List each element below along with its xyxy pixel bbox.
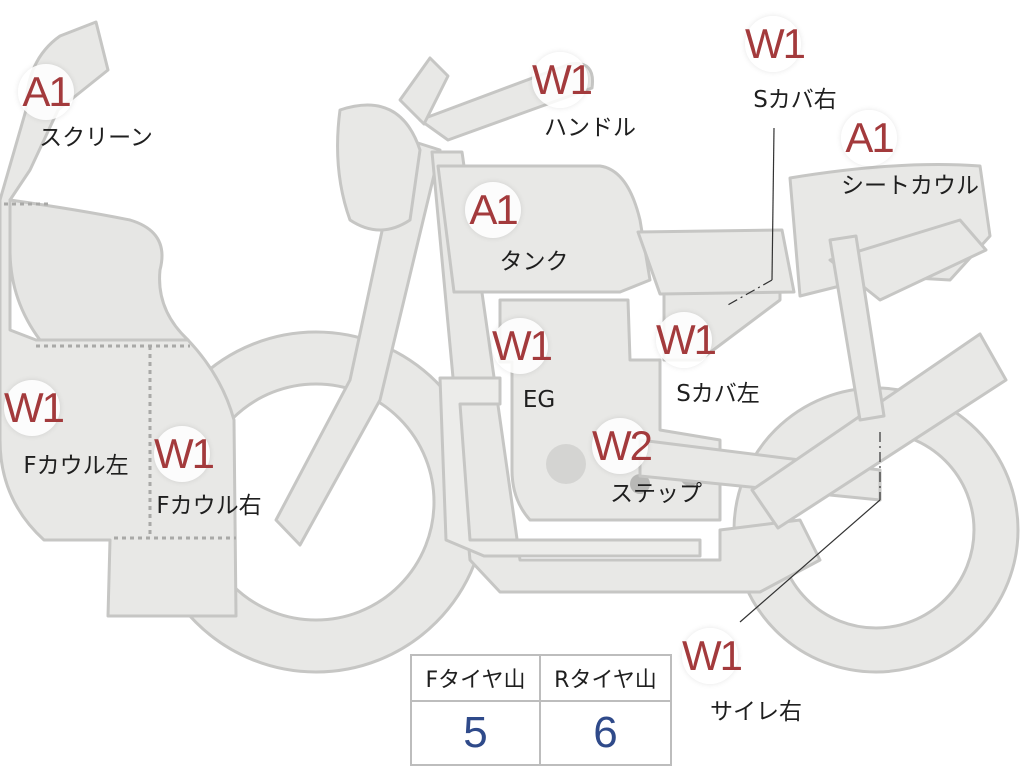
label-s-cover-left: Sカバ左 bbox=[676, 381, 760, 407]
label-seat-cowl: シートカウル bbox=[841, 173, 979, 199]
grade-step: W2 bbox=[592, 418, 653, 474]
grade-s-cover-right: W1 bbox=[745, 16, 806, 72]
grade-f-cowl-left: W1 bbox=[4, 380, 65, 436]
label-s-cover-right: Sカバ右 bbox=[753, 87, 837, 113]
label-f-cowl-right: Fカウル右 bbox=[156, 493, 262, 519]
headlight bbox=[336, 103, 422, 232]
grade-silencer-right: W1 bbox=[682, 628, 743, 684]
grade-screen: A1 bbox=[18, 64, 74, 120]
label-step: ステップ bbox=[610, 481, 702, 507]
front-fork bbox=[274, 136, 442, 547]
label-engine: EG bbox=[522, 387, 556, 413]
silencer bbox=[750, 332, 1008, 530]
grade-tank: A1 bbox=[465, 182, 521, 238]
label-silencer-right: サイレ右 bbox=[710, 699, 802, 725]
value-rear-tire: 6 bbox=[593, 708, 618, 757]
grade-engine: W1 bbox=[492, 318, 553, 374]
value-front-tire: 5 bbox=[412, 702, 541, 764]
header-front-tire: Fタイヤ山 bbox=[412, 656, 541, 702]
grade-seat-cowl: A1 bbox=[841, 110, 897, 166]
exhaust bbox=[438, 376, 702, 558]
grade-handle: W1 bbox=[532, 52, 593, 108]
label-tank: タンク bbox=[499, 249, 569, 275]
label-handle: ハンドル bbox=[544, 115, 636, 141]
seat bbox=[636, 228, 796, 296]
label-screen: スクリーン bbox=[39, 125, 153, 151]
grade-f-cowl-right: W1 bbox=[154, 426, 215, 482]
label-f-cowl-left: Fカウル左 bbox=[23, 453, 129, 479]
tire-tread-table: Fタイヤ山 Rタイヤ山 5 6 bbox=[410, 654, 672, 766]
grade-s-cover-left: W1 bbox=[656, 312, 717, 368]
header-rear-tire: Rタイヤ山 bbox=[541, 656, 670, 702]
